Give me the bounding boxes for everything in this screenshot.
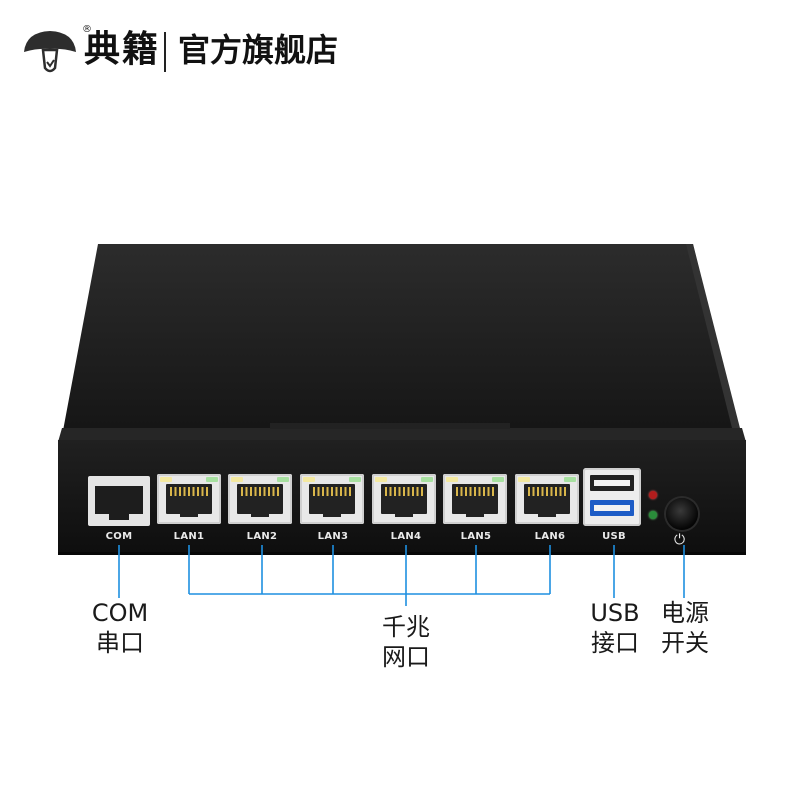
callout-power-line-1: 电源 — [661, 599, 709, 627]
callout-power-line-2: 开关 — [661, 629, 709, 657]
callout-lan-line-1: 千兆 — [382, 613, 430, 641]
lan-port-5 — [443, 474, 507, 524]
lan-port-label-4: LAN4 — [390, 531, 422, 542]
callout-power: 电源 开关 — [652, 598, 718, 658]
lan-port-label-3: LAN3 — [317, 531, 349, 542]
lan-port-label-1: LAN1 — [173, 531, 205, 542]
callout-lan-line-2: 网口 — [382, 643, 430, 671]
callout-com-line-2: 串口 — [96, 629, 144, 657]
power-symbol-icon: ⏻ — [674, 532, 686, 548]
callout-usb: USB 接口 — [584, 598, 646, 658]
callout-lan: 千兆 网口 — [370, 612, 442, 672]
brand-name: 典籍 — [84, 29, 161, 70]
lan-port-3 — [300, 474, 364, 524]
lan-port-label-6: LAN6 — [534, 531, 566, 542]
brand-tagline: 官方旗舰店 — [178, 31, 339, 69]
lan-port-label-2: LAN2 — [246, 531, 278, 542]
lan-port-4 — [372, 474, 436, 524]
lan-port-label-5: LAN5 — [460, 531, 492, 542]
callout-com-line-1: COM — [91, 599, 149, 627]
status-led-green — [649, 511, 657, 519]
lan-port-1 — [157, 474, 221, 524]
lan-port-6 — [515, 474, 579, 524]
status-led-red — [649, 491, 657, 499]
callout-usb-line-1: USB — [590, 599, 640, 627]
usb-port-stack — [583, 468, 641, 526]
power-button — [666, 498, 698, 530]
callout-com: COM 串口 — [86, 598, 154, 658]
callout-usb-line-2: 接口 — [591, 629, 639, 657]
usb3-slot — [590, 500, 634, 516]
mushroom-logo-icon — [24, 31, 76, 73]
lan-port-2 — [228, 474, 292, 524]
brand-divider — [164, 32, 166, 72]
usb-port-label: USB — [602, 531, 626, 542]
com-serial-port — [88, 476, 150, 526]
usb2-slot — [590, 475, 634, 491]
registered-mark: ® — [82, 24, 92, 35]
com-port-label: COM — [105, 531, 133, 542]
